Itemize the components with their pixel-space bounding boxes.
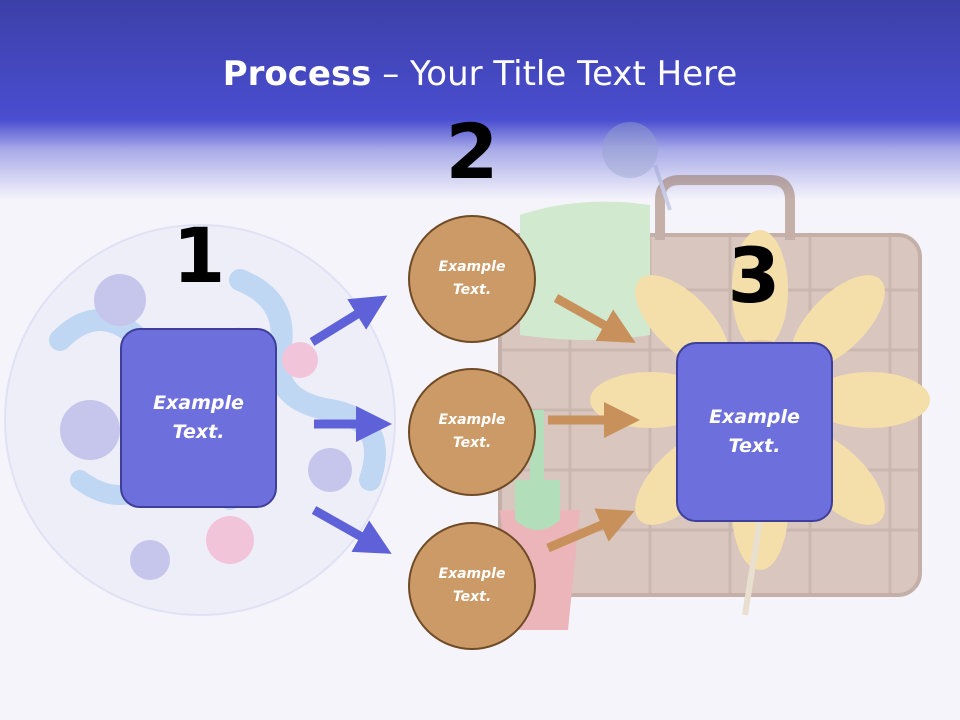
title-rest: – Your Title Text Here bbox=[371, 54, 738, 94]
step-number-3: 3 bbox=[727, 231, 781, 320]
step-2-text-2: Example Text. bbox=[438, 412, 506, 451]
step-2-circle-3: Example Text. bbox=[408, 522, 536, 650]
step-2-text-3: Example Text. bbox=[438, 566, 506, 605]
arrow-2a-to-3 bbox=[553, 294, 636, 343]
step-2-text-1: Example Text. bbox=[438, 259, 506, 298]
step-2-circle-2: Example Text. bbox=[408, 368, 536, 496]
arrow-1-to-2c bbox=[311, 506, 392, 554]
step-1-box: Example Text. bbox=[120, 328, 277, 508]
arrow-2c-to-3 bbox=[546, 508, 635, 553]
step-2-circle-1: Example Text. bbox=[408, 215, 536, 343]
arrow-1-to-2a bbox=[309, 295, 388, 346]
step-number-1: 1 bbox=[172, 211, 226, 300]
step-number-2: 2 bbox=[445, 107, 499, 196]
step-3-box: Example Text. bbox=[676, 342, 833, 522]
step-3-text: Example Text. bbox=[709, 406, 800, 457]
title-bold: Process bbox=[222, 54, 372, 94]
title-banner bbox=[0, 0, 960, 200]
step-1-text: Example Text. bbox=[153, 392, 244, 443]
page-title: Process – Your Title Text Here bbox=[0, 52, 960, 96]
